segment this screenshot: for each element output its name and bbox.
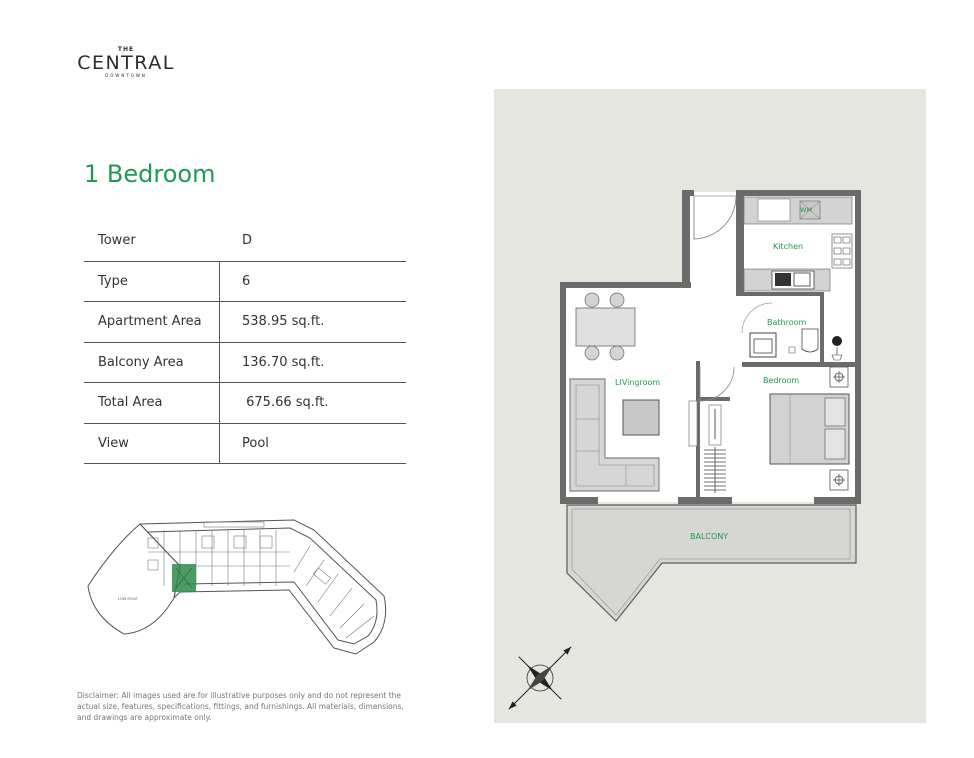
spec-value: Pool bbox=[242, 435, 269, 451]
brand-logo: THE CENTRAL DOWNTOWN bbox=[74, 46, 178, 78]
spec-label: Tower bbox=[98, 233, 136, 249]
spec-value: 136.70 sq.ft. bbox=[242, 354, 325, 370]
spec-label: Total Area bbox=[84, 383, 220, 423]
spec-value: 675.66 sq.ft. bbox=[242, 395, 329, 411]
disclaimer-text: Disclaimer: All images used are for illu… bbox=[77, 691, 404, 722]
label-bedroom: Bedroom bbox=[763, 376, 799, 385]
spec-value: D bbox=[242, 233, 253, 249]
spec-label: Apartment Area bbox=[84, 302, 220, 342]
spec-label: View bbox=[84, 423, 220, 463]
label-livingroom: LIVingroom bbox=[615, 378, 660, 387]
label-balcony: BALCONY bbox=[690, 532, 728, 541]
spec-value: 6 bbox=[242, 273, 251, 289]
low-roof-outline bbox=[87, 523, 181, 635]
label-wm: WM bbox=[800, 206, 812, 214]
spec-row-type: Type 6 bbox=[84, 261, 406, 302]
spec-row-tower: Tower D bbox=[84, 221, 406, 262]
unit-title: 1 Bedroom bbox=[84, 160, 216, 188]
label-kitchen: Kitchen bbox=[773, 242, 803, 251]
spec-row-total-area: Total Area 675.66 sq.ft. bbox=[84, 383, 406, 424]
specs-table: Tower D Type 6 Apartment Area 538.95 sq.ft.… bbox=[84, 221, 406, 464]
logo-the: THE bbox=[117, 46, 135, 53]
spec-label: Type bbox=[84, 261, 220, 301]
floor-plan-panel: WM Kitchen Bathroom LIVingroom Bedroom B… bbox=[494, 89, 926, 723]
low-roof-label: LOW ROOF bbox=[118, 597, 138, 601]
logo-downtown: DOWNTOWN bbox=[105, 73, 147, 78]
spec-value: 538.95 sq.ft. bbox=[242, 314, 325, 330]
building-outline bbox=[138, 519, 387, 655]
spec-row-apartment-area: Apartment Area 538.95 sq.ft. bbox=[84, 302, 406, 343]
logo-central: CENTRAL bbox=[77, 52, 175, 74]
spec-row-balcony-area: Balcony Area 136.70 sq.ft. bbox=[84, 342, 406, 383]
spec-row-view: View Pool bbox=[84, 423, 406, 464]
spec-label: Balcony Area bbox=[84, 342, 220, 382]
balcony-area bbox=[566, 504, 857, 622]
label-bathroom: Bathroom bbox=[767, 318, 807, 327]
key-plan: LOW ROOF bbox=[87, 519, 387, 655]
floor-plan: WM Kitchen Bathroom LIVingroom Bedroom B… bbox=[508, 190, 861, 710]
compass-rose-icon bbox=[508, 646, 572, 710]
